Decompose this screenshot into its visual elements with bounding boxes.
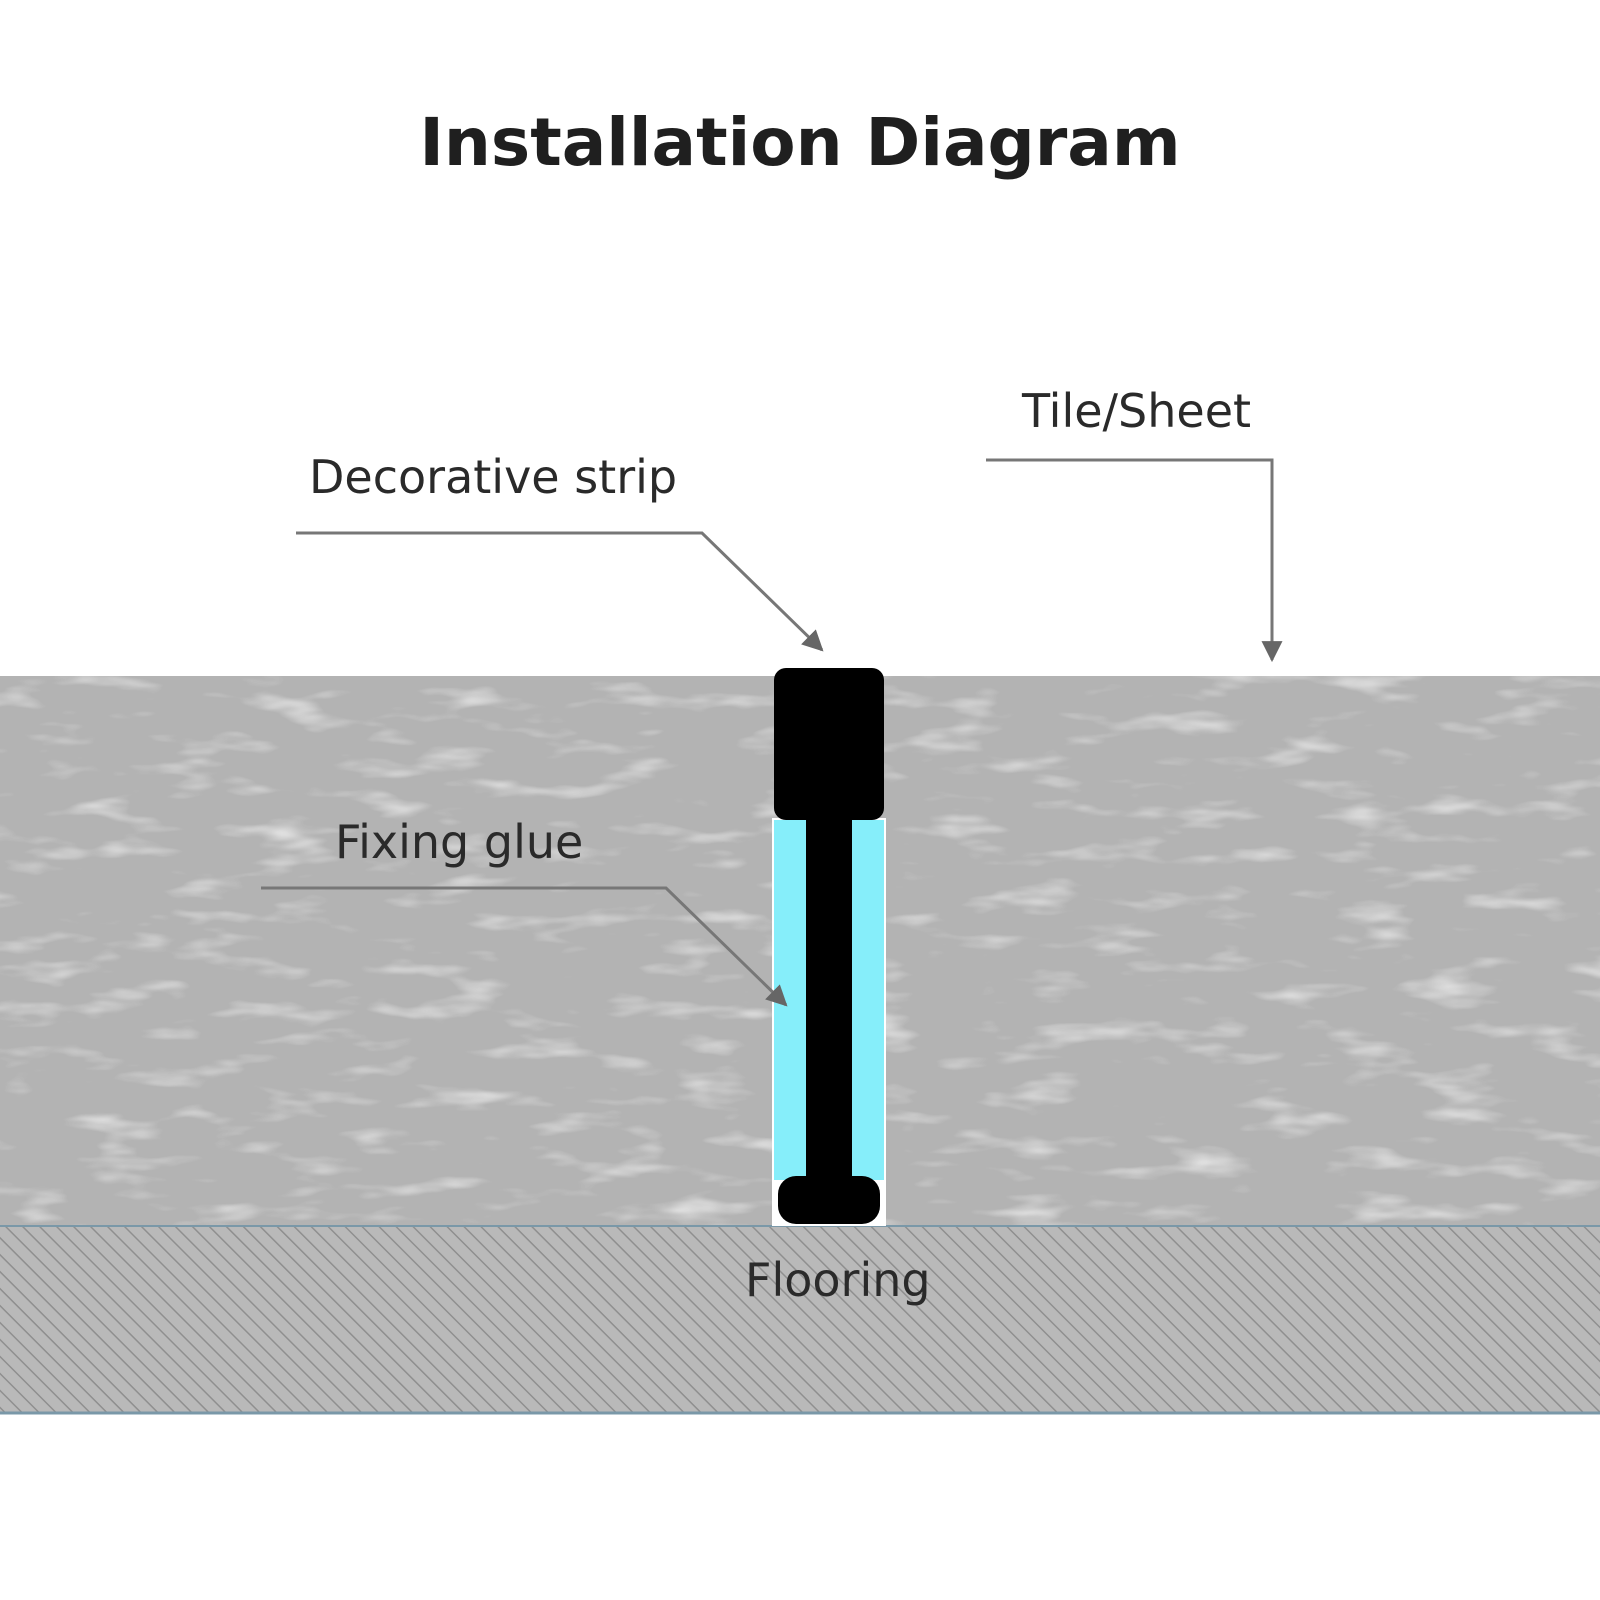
fixing-glue-right: [850, 820, 884, 1180]
decorative-strip-cap: [774, 668, 884, 820]
tile-sheet-label: Tile/Sheet: [1021, 384, 1251, 438]
decorative-strip-stem: [806, 814, 852, 1186]
decorative-strip-assembly: [772, 668, 886, 1226]
fixing-glue-label: Fixing glue: [335, 815, 583, 869]
decorative-strip-label: Decorative strip: [309, 450, 677, 504]
flooring-layer: [0, 1225, 1600, 1415]
diagram-title: Installation Diagram: [419, 104, 1180, 181]
flooring-label: Flooring: [745, 1253, 931, 1307]
tile-sheet-leader: [986, 458, 1283, 663]
flooring-hatch: [0, 1226, 1600, 1413]
leader-lines: [261, 458, 1283, 1007]
decorative-strip-foot: [778, 1176, 880, 1224]
fixing-glue-leader: [261, 886, 788, 1007]
decorative-strip-leader: [296, 531, 824, 652]
